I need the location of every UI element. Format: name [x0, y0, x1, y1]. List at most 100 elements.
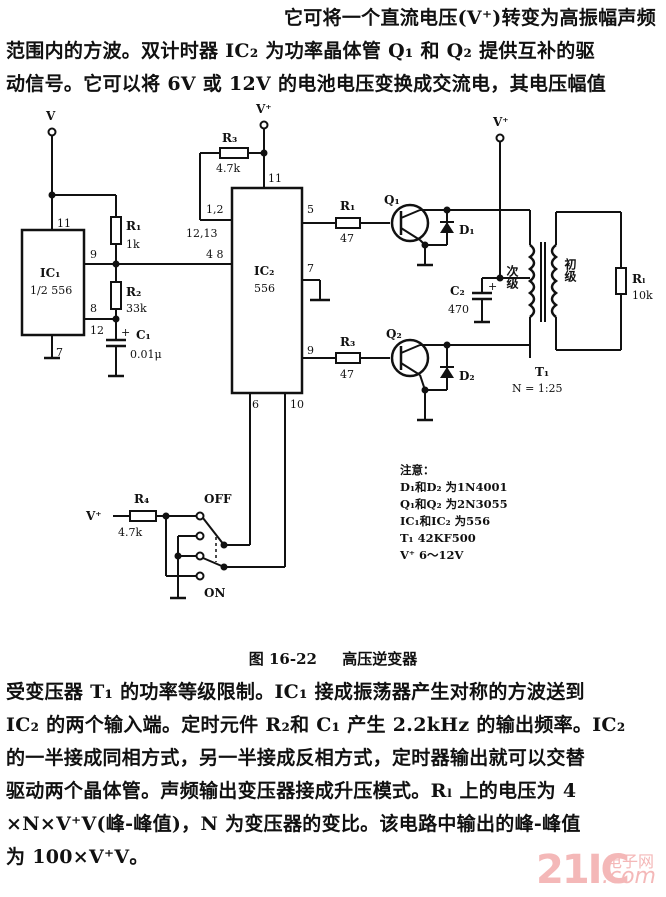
diode-d1: [440, 222, 454, 233]
notes-title: 注意：: [400, 463, 435, 477]
note-item: V⁺ 6～12V: [400, 548, 464, 562]
ic1-chip: [20, 228, 86, 337]
r1-value: 1k: [126, 238, 140, 251]
pin-label: 1,2: [206, 203, 224, 216]
pin-label: 8: [90, 302, 97, 315]
circuit-diagram: V IC₁ 1/2 556 11 9 8 12 7 R₁ 1k R₂ 33k +…: [20, 102, 653, 600]
resistor-rl: [615, 267, 627, 295]
transistor-q1: [390, 203, 430, 243]
q2-name: Q₂: [386, 327, 402, 341]
rl-name: Rₗ: [632, 272, 646, 286]
d2-name: D₂: [459, 369, 475, 383]
r-out2-value: 47: [340, 368, 354, 381]
r-out2-name: R₃: [340, 335, 355, 349]
ic1-section: V IC₁ 1/2 556 11 9 8 12 7 R₁ 1k R₂ 33k +…: [20, 109, 232, 378]
component-notes: 注意： D₁和D₂ 为1N4001 Q₁和Q₂ 为2N3055 IC₁和IC₂ …: [400, 462, 508, 564]
watermark-brand: 21IC: [536, 847, 630, 893]
r3-name: R₃: [222, 131, 237, 145]
switch-lever[interactable]: [202, 557, 225, 568]
supply-label: V⁺: [492, 115, 509, 129]
transistor-q2: [390, 338, 430, 378]
text-line: 受变压器 T₁ 的功率等级限制。IC₁ 接成振荡器产生对称的方波送到: [6, 681, 585, 703]
c2-value: 470: [448, 303, 469, 316]
switch-contact: [195, 511, 205, 521]
note-item: IC₁和IC₂ 为556: [400, 514, 491, 528]
t1-name: T₁: [535, 365, 549, 379]
r2-name: R₂: [126, 285, 141, 299]
figure-caption: 图 16-22 高压逆变器: [0, 648, 666, 669]
r1-name: R₁: [126, 219, 141, 233]
q1-name: Q₁: [384, 193, 400, 207]
r3-value: 4.7k: [216, 162, 240, 175]
resistor-r1: [110, 216, 122, 245]
ic1-part: 1/2 556: [30, 284, 72, 297]
intro-paragraph: 它可将一个直流电压(V⁺)转变为高振幅声频 范围内的方波。双计时器 IC₂ 为功…: [6, 2, 662, 101]
pin-label: 11: [268, 172, 282, 185]
ic2-section: V⁺ R₃ 4.7k IC₂ 556 11 1,2 12,13 4 8 5 7 …: [186, 102, 390, 567]
diode-d2: [440, 367, 454, 378]
text-line: 为 100×V⁺V。: [6, 846, 149, 868]
d1-name: D₁: [459, 223, 475, 237]
supply-terminal: [259, 120, 269, 130]
switch-contact: [195, 571, 205, 581]
text-line: 的一半接成同相方式，另一半接成反相方式，定时器输出就可以交替: [6, 747, 586, 769]
figure-number: 图 16-22: [248, 650, 317, 668]
secondary-label: 次级: [505, 264, 519, 290]
rl-value: 10k: [632, 289, 653, 302]
note-item: T₁ 42KF500: [400, 531, 476, 545]
r-out1-value: 47: [340, 232, 354, 245]
supply-label: V⁺: [255, 102, 272, 116]
resistor-r2: [110, 281, 122, 310]
q1-stage: Q₁ D₁: [384, 193, 496, 267]
q2-stage: Q₂ D₂: [386, 327, 531, 422]
supply-label: V⁺: [85, 509, 102, 523]
pin-label: 4 8: [206, 248, 224, 261]
supply-terminal: [495, 133, 505, 143]
resistor-r3: [219, 147, 249, 159]
pin-label: 12: [90, 324, 104, 337]
resistor-r-out2: [335, 352, 361, 364]
ic1-name: IC₁: [40, 266, 60, 280]
explanation-paragraph: 受变压器 T₁ 的功率等级限制。IC₁ 接成振荡器产生对称的方波送到 IC₂ 的…: [6, 676, 662, 874]
c2-name: C₂: [450, 284, 465, 298]
supply-label: V: [45, 109, 56, 123]
t1-ratio: N = 1:25: [512, 382, 563, 395]
ic2-chip: [230, 186, 304, 395]
switch-contact: [195, 531, 205, 541]
switch-on-label: ON: [204, 586, 225, 600]
r4-name: R₄: [134, 492, 149, 506]
watermark-cn: 电子网: [606, 852, 655, 871]
pin-label: 10: [290, 398, 304, 411]
text-line: 它可将一个直流电压(V⁺)转变为高振幅声频: [283, 7, 656, 29]
text-line: 动信号。它可以将 6V 或 12V 的电池电压变换成交流电，其电压幅值: [6, 73, 607, 95]
pin-label: 7: [307, 262, 314, 275]
pin-label: 9: [307, 344, 314, 357]
svg-text:+: +: [121, 326, 130, 339]
r4-value: 4.7k: [118, 526, 142, 539]
text-line: 驱动两个晶体管。声频输出变压器接成升压模式。Rₗ 上的电压为 4: [6, 780, 577, 802]
text-line: ×N×V⁺V(峰-峰值)，N 为变压器的变比。该电路中输出的峰-峰值: [6, 813, 581, 835]
output-supply: V⁺ + C₂ 470: [448, 115, 530, 324]
switch-lever[interactable]: [202, 517, 225, 546]
note-item: D₁和D₂ 为1N4001: [400, 480, 508, 494]
c1-value: 0.01μ: [130, 348, 162, 361]
text-line: 范围内的方波。双计时器 IC₂ 为功率晶体管 Q₁ 和 Q₂ 提供互补的驱: [6, 40, 595, 62]
figure-title: 高压逆变器: [342, 650, 418, 668]
r2-value: 33k: [126, 302, 147, 315]
r-out1-name: R₁: [340, 199, 355, 213]
pin-label: 5: [307, 203, 314, 216]
pin-label: 11: [57, 217, 71, 230]
text-line: IC₂ 的两个输入端。定时元件 R₂和 C₁ 产生 2.2kHz 的输出频率。I…: [6, 714, 626, 736]
svg-text:+: +: [488, 280, 497, 293]
primary-label: 初级: [563, 257, 577, 283]
ic2-name: IC₂: [254, 264, 274, 278]
resistor-r4: [129, 510, 157, 522]
transformer-t1: 次级 初级 T₁ N = 1:25 Rₗ 10k: [505, 210, 653, 395]
note-item: Q₁和Q₂ 为2N3055: [400, 497, 508, 511]
switch-off-label: OFF: [204, 492, 232, 506]
supply-terminal: [47, 127, 57, 137]
switch-section: V⁺ R₄ 4.7k OFF ON: [85, 492, 285, 600]
pin-label: 9: [90, 248, 97, 261]
ic2-part: 556: [254, 282, 275, 295]
watermark-domain: .com: [602, 864, 656, 889]
